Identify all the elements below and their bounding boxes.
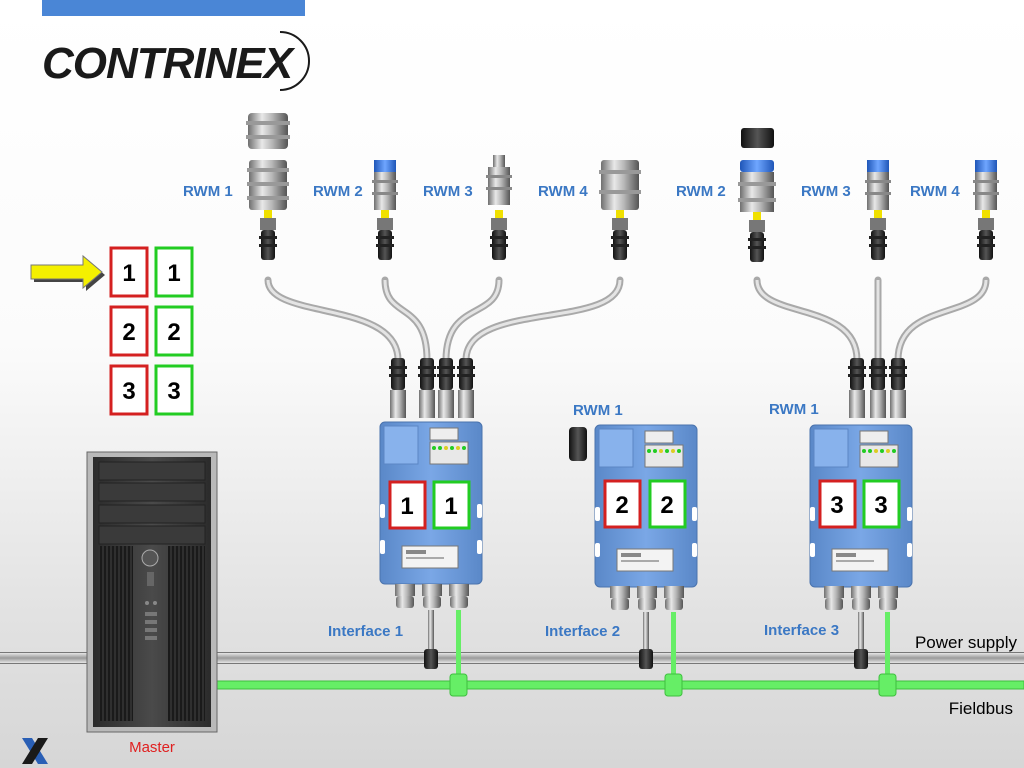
interface-label: Interface 2 [545,623,620,640]
interface-2-green-box [648,479,687,529]
interface-label: Interface 3 [764,622,839,639]
rwm-spare-antenna [246,113,290,149]
interface-2-red-box [603,479,642,529]
rwm-3-antenna [865,160,891,210]
rwm-label: RWM 4 [910,183,960,200]
rwm-label: RWM 2 [313,183,363,200]
rwm-3-antenna [486,155,512,205]
interface-3-group: RWM 1 RWM 2 RWM 3 RWM 4 3 3 Interface 3 [676,128,999,639]
rwm-1-antenna [569,427,587,461]
svg-text:3: 3 [830,492,843,519]
svg-text:1: 1 [167,260,180,287]
rwm-4-antenna [599,160,641,210]
svg-text:CONTRINEX: CONTRINEX [42,39,296,88]
rwm-label: RWM 3 [423,183,473,200]
rwm-2-antenna [738,160,776,212]
rwm-spare-antenna [741,128,774,148]
svg-text:2: 2 [122,319,135,346]
legend-green-box [154,246,194,298]
legend-red-box [109,246,149,298]
yellow-arrow-icon [30,254,105,291]
rwm-4-antenna [973,160,999,210]
master-pc [86,451,218,733]
contrinex-x-icon [22,738,48,764]
svg-text:1: 1 [444,493,457,520]
svg-text:3: 3 [874,492,887,519]
accent-bar [42,0,305,16]
legend: 1 1 2 2 3 3 [30,246,194,416]
svg-text:2: 2 [660,492,673,519]
rwm-label: RWM 4 [538,183,588,200]
interface-3-red-box [818,479,857,529]
rwm-1-antenna [247,160,289,210]
rwm-label: RWM 1 [573,402,623,419]
rwm-2-antenna [372,160,398,210]
svg-text:3: 3 [167,378,180,405]
rwm-label: RWM 2 [676,183,726,200]
fieldbus-label: Fieldbus [949,699,1013,718]
legend-green-box [154,305,194,357]
interface-1-green-box [432,480,471,530]
power-supply-line [0,610,1024,669]
legend-green-box [154,364,194,416]
svg-text:1: 1 [400,493,413,520]
rwm-label: RWM 1 [769,401,819,418]
legend-red-box [109,305,149,357]
svg-text:1: 1 [122,260,135,287]
svg-text:3: 3 [122,378,135,405]
master-label: Master [129,739,175,756]
rwm-label: RWM 1 [183,183,233,200]
interface-label: Interface 1 [328,623,403,640]
svg-text:2: 2 [167,319,180,346]
rwm-label: RWM 3 [801,183,851,200]
legend-red-box [109,364,149,416]
contrinex-logo: CONTRINEX [42,31,310,91]
interface-3-green-box [862,479,901,529]
power-supply-label: Power supply [915,633,1018,652]
interface-1-red-box [388,480,427,530]
svg-text:2: 2 [615,492,628,519]
interface-2-group: RWM 1 2 2 Interface 2 [545,402,698,640]
interface-1-group: RWM 1 RWM 2 RWM 3 RWM 4 1 1 Interface 1 [183,113,641,640]
